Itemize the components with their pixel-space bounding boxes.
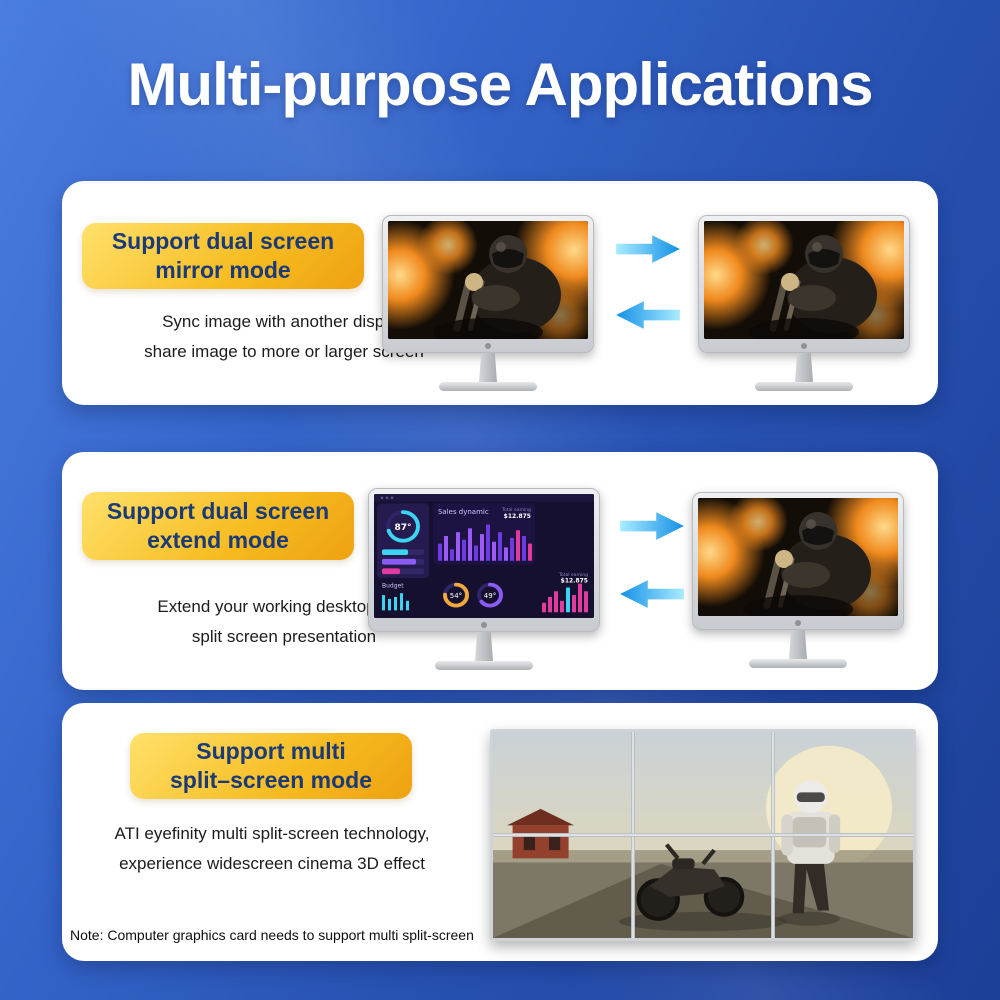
monitor-extended bbox=[692, 492, 904, 668]
badge-line: extend mode bbox=[147, 527, 289, 553]
monitor-stand bbox=[479, 353, 497, 382]
description-line: Extend your working desktop with bbox=[157, 597, 411, 616]
monitor-screen bbox=[704, 221, 904, 339]
game-scene bbox=[698, 498, 898, 616]
mirror-mode-description: Sync image with another display share im… bbox=[62, 307, 506, 367]
monitor-base bbox=[435, 661, 533, 670]
badge-split-screen-mode: Support multi split–screen mode bbox=[130, 733, 412, 799]
arrow-left-icon bbox=[616, 301, 680, 329]
description-line: share image to more or larger screen bbox=[144, 342, 424, 361]
monitor-base bbox=[749, 659, 847, 668]
monitor-frame bbox=[692, 492, 904, 630]
badge-line: mirror mode bbox=[155, 257, 291, 283]
monitor-base bbox=[439, 382, 537, 391]
arrow-right-icon bbox=[620, 512, 684, 540]
badge-mirror-mode: Support dual screen mirror mode bbox=[82, 223, 364, 289]
monitor-base bbox=[755, 382, 853, 391]
monitor-mirrored bbox=[698, 215, 910, 391]
split-screen-description: ATI eyefinity multi split-screen technol… bbox=[62, 819, 482, 879]
brand-logo-icon bbox=[481, 621, 487, 628]
monitor-frame bbox=[382, 215, 594, 353]
page-title: Multi-purpose Applications bbox=[127, 51, 873, 118]
monitor-screen bbox=[698, 498, 898, 616]
card-split-screen-mode: Support multi split–screen mode ATI eyef… bbox=[62, 703, 938, 961]
monitor-stand bbox=[789, 630, 807, 659]
extend-mode-description: Extend your working desktop with split s… bbox=[62, 592, 506, 652]
description-line: ATI eyefinity multi split-screen technol… bbox=[114, 824, 430, 843]
game-scene bbox=[388, 221, 588, 339]
arrow-right-icon bbox=[616, 235, 680, 263]
monitor-stand bbox=[475, 632, 493, 661]
description-line: Sync image with another display bbox=[162, 312, 406, 331]
monitor-screen bbox=[374, 494, 594, 618]
badge-line: Support dual screen bbox=[111, 228, 335, 254]
badge-line: split–screen mode bbox=[170, 767, 372, 793]
monitor-frame bbox=[368, 488, 600, 632]
badge-extend-mode: Support dual screen extend mode bbox=[82, 492, 354, 560]
monitor-chin bbox=[698, 616, 898, 629]
description-line: split screen presentation bbox=[191, 627, 377, 646]
brand-logo-icon bbox=[485, 342, 491, 349]
wall-grid-line bbox=[493, 833, 913, 837]
monitor-source bbox=[382, 215, 594, 391]
badge-line: Support dual screen bbox=[106, 498, 330, 524]
video-wall bbox=[490, 729, 916, 941]
monitor-chin bbox=[704, 339, 904, 352]
dashboard-scene bbox=[374, 494, 594, 618]
monitor-chin bbox=[388, 339, 588, 352]
brand-logo-icon bbox=[795, 619, 801, 626]
game-scene bbox=[704, 221, 904, 339]
note-text: Note: Computer graphics card needs to su… bbox=[70, 927, 474, 943]
arrow-left-icon bbox=[620, 580, 684, 608]
monitor-dashboard bbox=[368, 488, 600, 670]
brand-logo-icon bbox=[801, 342, 807, 349]
monitor-frame bbox=[698, 215, 910, 353]
description-line: experience widescreen cinema 3D effect bbox=[119, 854, 425, 873]
badge-line: Support multi bbox=[196, 738, 346, 764]
monitor-stand bbox=[795, 353, 813, 382]
monitor-chin bbox=[374, 618, 594, 631]
monitor-screen bbox=[388, 221, 588, 339]
card-extend-mode: Support dual screen extend mode Extend y… bbox=[62, 452, 938, 690]
card-mirror-mode: Support dual screen mirror mode Sync ima… bbox=[62, 181, 938, 405]
